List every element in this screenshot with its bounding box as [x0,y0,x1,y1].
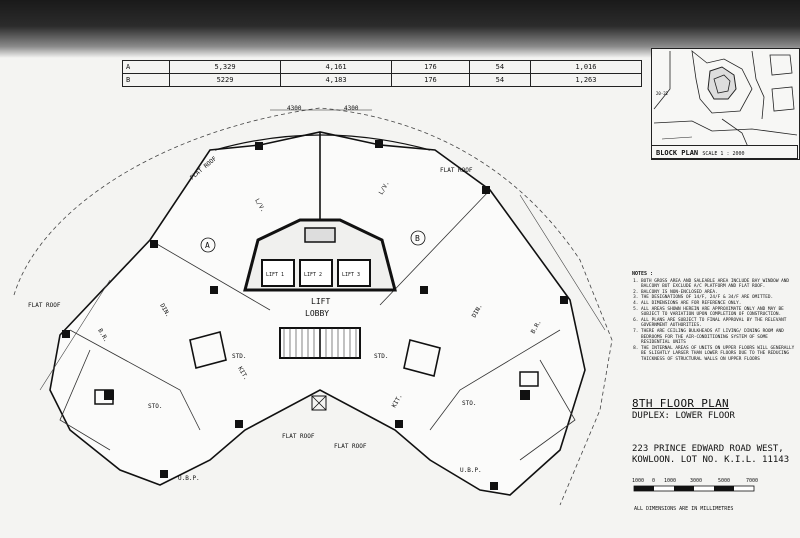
table-cell: 1,016 [529,60,643,74]
scale-tick-label: 3000 [690,478,702,484]
table-cell: B [122,73,170,87]
bathtub [94,389,114,405]
notes-block: NOTES : BOTH GROSS AREA AND SALEABLE ARE… [632,271,797,363]
unit-a-label: A [205,241,210,250]
interior-wall [59,349,576,461]
unit-b-marker [410,230,426,246]
unit-a-marker [200,237,216,253]
table-cell: 1,263 [529,73,643,87]
flat-roof-label: FLAT ROOF [334,443,367,450]
interior-wall [149,189,491,311]
scale-tick-label: 0 [652,478,655,484]
scale-tick-label: 7000 [746,478,758,484]
dimension-line [39,194,606,391]
table-cell: 5,329 [168,60,282,74]
store-label: STO. [462,400,476,407]
address-line: 223 PRINCE EDWARD ROAD WEST, [632,444,784,454]
block-plan-label: BLOCK PLAN [656,149,699,157]
bathtub [519,371,539,387]
flat-roof-label: FLAT ROOF [28,302,61,309]
svg-text:20-22: 20-22 [656,91,669,96]
lift-2-label: LIFT 2 [304,272,322,278]
table-cell: 176 [391,60,470,74]
notes-title: NOTES : [632,271,654,277]
table-row: A 5,329 4,161 176 54 1,016 [122,60,643,74]
lift-1-shaft [261,259,295,287]
staircase [279,327,361,359]
list-item: THE DESIGNATIONS OF 14/F, 24/F & 34/F AR… [641,295,797,301]
study-label: STD. [374,353,388,360]
block-plan-drawing: 20-22 [653,50,798,148]
facade-curve [214,134,431,151]
plan-subtitle: DUPLEX: LOWER FLOOR [632,411,735,421]
lift-2-shaft [299,259,333,287]
table-cell: 5229 [168,73,282,87]
table-row: B 5229 4,183 176 54 1,263 [122,73,643,87]
site-boundary-line [13,107,613,506]
table-cell: 4,183 [280,73,393,87]
list-item: ALL DIMENSIONS ARE FOR REFERENCE ONLY. [641,301,797,307]
table-cell: 4,161 [280,60,393,74]
utility-platform-label: U.B.P. [178,475,200,482]
lift-1-label: LIFT 1 [266,272,284,278]
list-item: THE INTERNAL AREAS OF UNITS ON UPPER FLO… [641,346,797,363]
store-label: STO. [148,403,162,410]
scale-tick-label: 5000 [718,478,730,484]
dimension-label: 4300 [344,105,359,112]
list-item: ALL PLANS ARE SUBJECT TO FINAL APPROVAL … [641,318,797,329]
lift-lobby-label: LOBBY [305,309,329,318]
block-plan-caption: BLOCK PLAN SCALE 1 : 2000 [651,145,798,159]
lift-lobby-label: LIFT [311,297,330,306]
dimensions-note: ALL DIMENSIONS ARE IN MILLIMETRES [634,506,734,512]
list-item: ALL AREAS SHOWN HEREIN ARE APPROXIMATE O… [641,307,797,318]
scale-tick-label: 1000 [632,478,644,484]
scale-tick-label: 1000 [664,478,676,484]
plan-title: 8TH FLOOR PLAN [632,397,729,410]
service-duct [304,227,336,243]
utility-platform-label: U.B.P. [460,467,482,474]
notes-list: BOTH GROSS AREA AND SALEABLE AREA INCLUD… [632,279,797,363]
table-cell: 176 [391,73,470,87]
structural-columns [62,140,568,490]
block-plan-map: 20-22 [651,48,800,160]
void-box [311,395,327,411]
block-plan-scale: SCALE 1 : 2000 [702,151,745,157]
building-outline [49,131,586,496]
table-cell: A [122,60,170,74]
unit-b-label: B [415,234,420,243]
flat-roof-label: FLAT ROOF [282,433,315,440]
list-item: BOTH GROSS AREA AND SALEABLE AREA INCLUD… [641,279,797,290]
flat-roof-label: FLAT ROOF [440,167,473,174]
study-label: STD. [232,353,246,360]
lift-3-label: LIFT 3 [342,272,360,278]
side-stair [189,331,441,377]
floor-plan-drawing: 4300 4300 A B FLAT ROOF FLAT ROOF FLAT R… [13,105,613,506]
interior-wall [69,329,561,431]
table-cell: 54 [468,73,531,87]
dimension-label: 4300 [287,105,302,112]
scale-bar: 1000 0 1000 3000 5000 7000 [632,478,758,492]
address-line: KOWLOON. LOT NO. K.I.L. 11143 [632,455,790,465]
table-cell: 54 [468,60,531,74]
unit-area-table: A 5,329 4,161 176 54 1,016 B 5229 4,183 … [122,60,643,87]
list-item: BALCONY IS NON-ENCLOSED AREA. [641,290,797,296]
lift-3-shaft [337,259,371,287]
list-item: THERE ARE CEILING BULKHEADS AT LIVING/ D… [641,329,797,346]
